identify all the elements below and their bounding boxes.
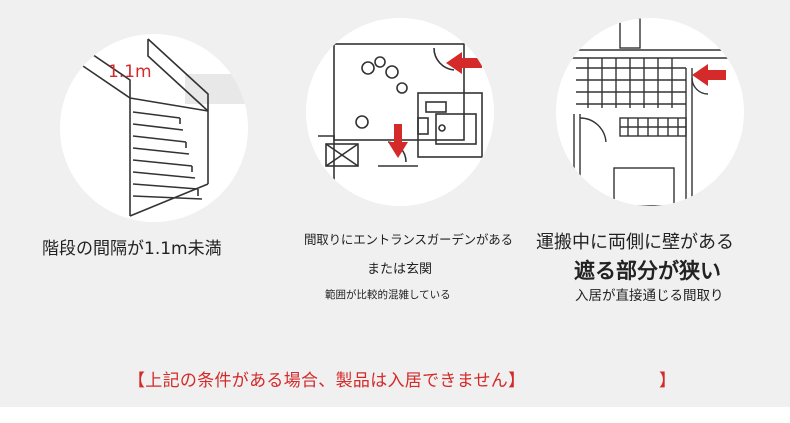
stairs-measure-label: 1.1m bbox=[108, 62, 152, 82]
corridor-drawing bbox=[556, 18, 744, 206]
info-panel: 1.1m bbox=[0, 0, 790, 407]
corridor-arrow bbox=[692, 64, 726, 86]
entry-arrows bbox=[388, 52, 482, 158]
corridor-illustration bbox=[556, 18, 744, 206]
notice-bracket: 】 bbox=[659, 371, 676, 391]
entrance-caption-line3: 範囲が比較的混雑している bbox=[325, 289, 451, 301]
stairs-drawing: 1.1m bbox=[79, 38, 248, 217]
entrance-drawing bbox=[318, 43, 483, 180]
notice-text: 【上記の条件がある場合、製品は入居できません】 bbox=[128, 371, 526, 391]
entrance-caption-line1: 間取りにエントランスガーデンがある bbox=[304, 232, 513, 247]
entrance-illustration bbox=[306, 18, 494, 206]
entrance-caption-line2: または玄関 bbox=[367, 262, 433, 277]
corridor-caption-line1: 運搬中に両側に壁がある bbox=[536, 232, 734, 253]
stairs-illustration: 1.1m bbox=[60, 34, 248, 222]
corridor-caption-line2: 遮る部分が狭い bbox=[574, 259, 721, 283]
stairs-caption: 階段の間隔が1.1m未満 bbox=[42, 239, 222, 259]
corridor-caption-line3: 入居が直接通じる間取り bbox=[575, 288, 724, 304]
